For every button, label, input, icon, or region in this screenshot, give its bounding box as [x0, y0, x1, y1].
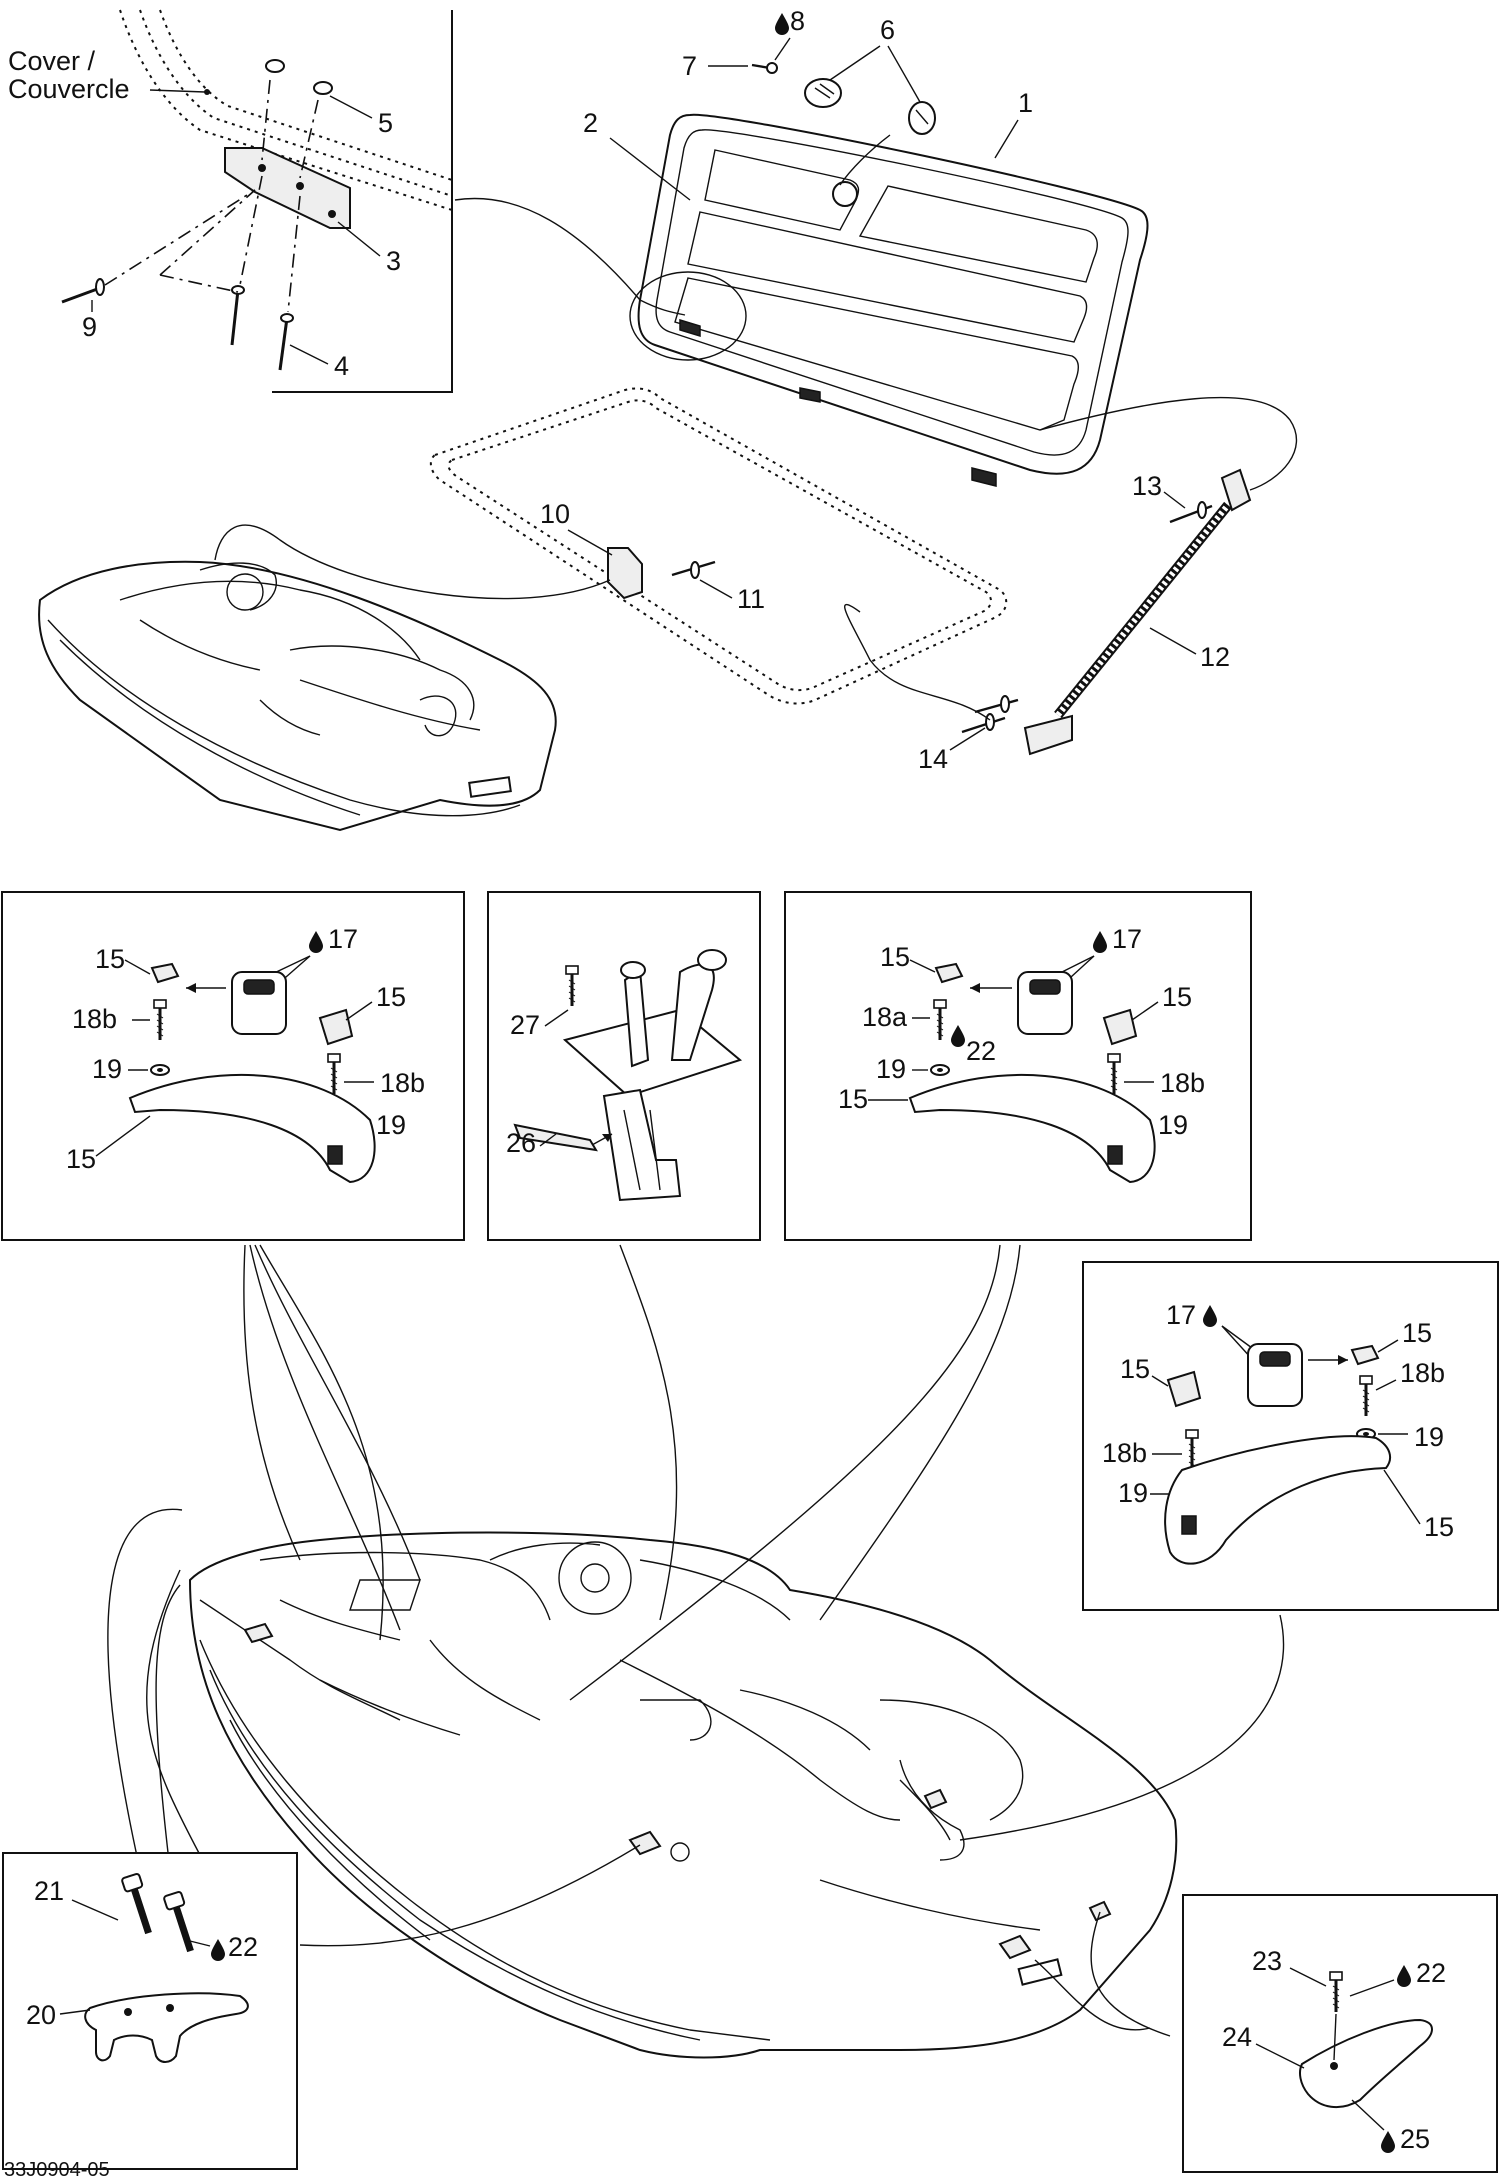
- cover-label-line1: Cover /: [8, 46, 96, 76]
- callout-p5-21: 21: [34, 1876, 64, 1906]
- callout-p6-23: 23: [1252, 1946, 1282, 1976]
- latch-bracket-10: [607, 547, 643, 600]
- detail-circle: [629, 271, 747, 361]
- callout-p1-15a: 15: [95, 944, 125, 974]
- panel-cleat: 21 22 20: [2, 1852, 298, 2170]
- callout-7: 7: [682, 51, 697, 81]
- cover-inset: Cover / Couvercle 5: [8, 9, 453, 393]
- callout-p3-15b: 15: [1162, 982, 1192, 1012]
- callout-p4-15c: 15: [1424, 1512, 1454, 1542]
- cover-leader-dot: [204, 89, 210, 95]
- panel-grab-handle-rear: 17 15 15 18b 19 18b 19 15: [1082, 1261, 1499, 1611]
- callout-4: 4: [334, 351, 349, 381]
- rivet-11: [671, 560, 716, 579]
- callout-p5-20: 20: [26, 2000, 56, 2030]
- callout-14: 14: [918, 744, 948, 774]
- callout-p4-15b: 15: [1120, 1354, 1150, 1384]
- rivet-4a: [230, 285, 245, 346]
- callout-13: 13: [1132, 471, 1162, 501]
- callout-p1-19-a: 19: [92, 1054, 122, 1084]
- grab-handle-15-rear: [1164, 1435, 1392, 1565]
- connection-lines: [107, 1244, 1285, 2037]
- cover-edge-outline: [119, 9, 453, 211]
- callout-p3-22: 22: [966, 1036, 996, 1066]
- cover-leader: [149, 89, 206, 93]
- reference-code: 33J0904-05: [4, 2159, 110, 2181]
- callout-12: 12: [1200, 642, 1230, 672]
- callout-p4-15a: 15: [1402, 1318, 1432, 1348]
- callout-6: 6: [880, 15, 895, 45]
- panel-throttle-control: 27 26: [487, 891, 761, 1241]
- boat-small: [38, 560, 557, 832]
- bracket-26: [513, 1123, 598, 1152]
- callout-p3-19-b: 19: [1158, 1110, 1188, 1140]
- callout-1: 1: [1018, 88, 1033, 118]
- hinge-bracket: [224, 147, 351, 229]
- callout-10: 10: [540, 499, 570, 529]
- callout-8: 8: [790, 6, 805, 36]
- callout-p1-15c: 15: [66, 1144, 96, 1174]
- callout-p1-19-b: 19: [376, 1110, 406, 1140]
- callout-p1-18b-a: 18b: [72, 1004, 117, 1034]
- cover-edge-outline-2: [139, 9, 453, 197]
- callout-p4-17: 17: [1166, 1300, 1196, 1330]
- callout-p3-18b: 18b: [1160, 1068, 1205, 1098]
- rivet-13: [1169, 501, 1213, 524]
- gas-strut-12: [1023, 468, 1252, 756]
- tow-plate-24: [1299, 2018, 1433, 2109]
- panel-grab-handle-right: 15 17 15 18a 22 19 15 18b 19: [784, 891, 1252, 1241]
- callout-p1-18b-b: 18b: [380, 1068, 425, 1098]
- callout-p3-19-a: 19: [876, 1054, 906, 1084]
- callout-p6-25: 25: [1400, 2124, 1430, 2154]
- inset-frame: [272, 10, 453, 393]
- callout-p1-15b: 15: [376, 982, 406, 1012]
- leader-to-inset: [454, 197, 686, 316]
- callout-3: 3: [386, 246, 401, 276]
- callout-p5-22: 22: [228, 1932, 258, 1962]
- cover-edge-outline-3: [159, 9, 453, 181]
- grab-handle-15-right: [908, 1073, 1156, 1184]
- panel-grab-handle-left: 15 17 15 18b 19 18b 19 15: [1, 891, 465, 1241]
- callout-p3-15c: 15: [838, 1084, 868, 1114]
- rivet-4b: [278, 313, 294, 371]
- bolt-21b: [163, 1890, 194, 1953]
- washer-top-2: [313, 81, 333, 95]
- callout-p6-24: 24: [1222, 2022, 1252, 2052]
- panel-tow-eye: 23 22 24 25: [1182, 1894, 1498, 2173]
- boat-main: [188, 1531, 1178, 2059]
- rivet-9: [61, 278, 105, 304]
- callout-p4-19-b: 19: [1118, 1478, 1148, 1508]
- engine-cover-lid: 1 2 6 7 8: [454, 6, 1149, 487]
- drop-icon: [775, 13, 789, 35]
- engine-opening: 10 11 13 12 14: [214, 387, 1297, 774]
- callout-5: 5: [378, 108, 393, 138]
- washer-top-1: [265, 59, 285, 73]
- screw-7: [751, 62, 778, 74]
- callout-2: 2: [583, 108, 598, 138]
- callout-p4-19-a: 19: [1414, 1422, 1444, 1452]
- callout-p3-18a: 18a: [862, 1002, 908, 1032]
- callout-11: 11: [737, 584, 765, 614]
- callout-p3-17: 17: [1112, 924, 1142, 954]
- rivet-14: [961, 695, 1019, 734]
- callout-p6-22: 22: [1416, 1958, 1446, 1988]
- callout-p2-26: 26: [506, 1128, 536, 1158]
- grab-handle-15: [128, 1073, 376, 1184]
- callout-p3-15a: 15: [880, 942, 910, 972]
- callout-p4-18b-b: 18b: [1102, 1438, 1147, 1468]
- callout-p4-18b-a: 18b: [1400, 1358, 1445, 1388]
- callout-p1-17: 17: [328, 924, 358, 954]
- bolt-21a: [121, 1872, 152, 1935]
- callout-9: 9: [82, 312, 97, 342]
- cover-label-line2: Couvercle: [8, 74, 130, 104]
- callout-p2-27: 27: [510, 1010, 540, 1040]
